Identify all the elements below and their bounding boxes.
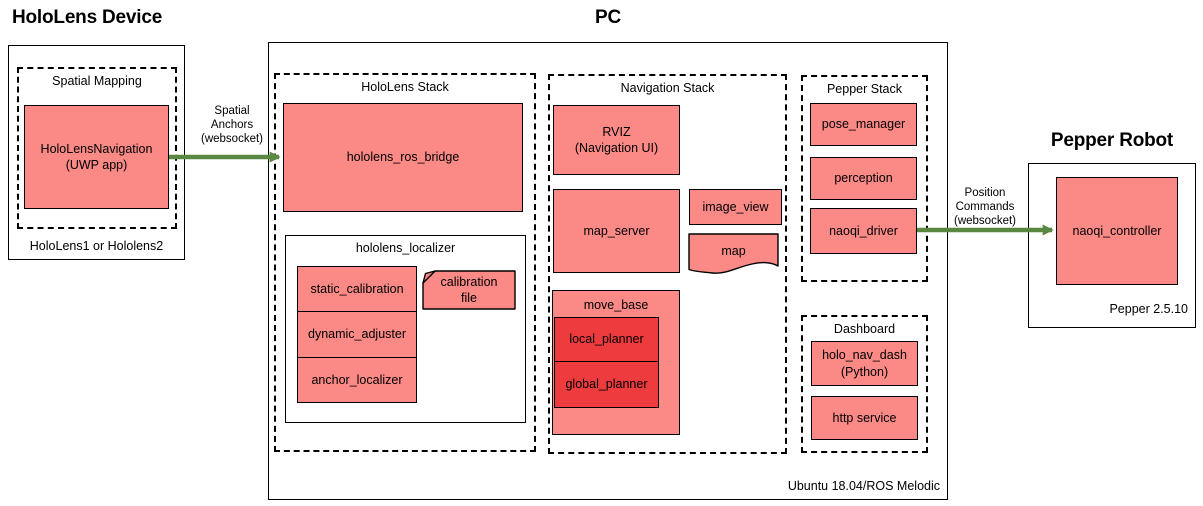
spatial-anchors-label: Spatial Anchors (websocket) [201,105,263,145]
dashboard-group: Dashboard [801,315,928,453]
naoqi-controller-node: naoqi_controller [1056,177,1178,285]
position-commands-label: Position Commands (websocket) [954,187,1016,227]
pepper-version-caption: Pepper 2.5.10 [1109,302,1188,316]
holo-nav-dash-node: holo_nav_dash (Python) [811,341,918,386]
card-shape-icon [422,270,516,310]
pepper-robot-title: Pepper Robot [1050,130,1174,151]
pepper-robot-box [1028,163,1196,328]
map-label: map [721,243,746,258]
spatial-mapping-label: Spatial Mapping [52,74,142,88]
pc-box [268,42,948,500]
http-service-node: http service [811,396,918,440]
pose-manager-node: pose_manager [810,103,917,146]
navigation-stack-group: Navigation Stack [548,74,787,454]
hololensnavigation-node: HoloLensNavigation (UWP app) [24,105,169,209]
hololens-stack-label: HoloLens Stack [361,80,449,94]
image-view-node: image_view [689,189,782,225]
local-planner-node: local_planner [554,317,659,362]
map-server-node: map_server [553,189,680,273]
hololens-localizer-box: hololens_localizer [285,235,526,423]
static-calibration-node: static_calibration [297,266,417,312]
map-document-shape: map [688,233,779,277]
calibration-file-label: calibration file [440,274,498,305]
hololens-stack-group: HoloLens Stack [274,73,536,452]
global-planner-node: global_planner [554,361,659,408]
pc-title: PC [595,7,621,28]
hololens-ros-bridge-node: hololens_ros_bridge [283,103,523,212]
hololens-device-title: HoloLens Device [12,7,163,28]
document-shape-icon [688,233,779,274]
pc-footer-caption: Ubuntu 18.04/ROS Melodic [787,479,940,493]
perception-node: perception [810,157,917,200]
dashboard-label: Dashboard [833,322,896,336]
rviz-node: RVIZ (Navigation UI) [553,105,680,175]
calibration-file-shape: calibration file [422,270,516,310]
spatial-mapping-group: Spatial Mapping [17,67,177,229]
hololens-device-caption: HoloLens1 or Hololens2 [29,239,164,253]
anchor-localizer-node: anchor_localizer [297,357,417,403]
hololens-device-box [8,45,185,260]
naoqi-driver-node: naoqi_driver [810,208,917,254]
pepper-stack-group: Pepper Stack [801,75,928,282]
hololens-localizer-label: hololens_localizer [355,241,456,255]
pepper-stack-label: Pepper Stack [826,82,903,96]
dynamic-adjuster-node: dynamic_adjuster [297,311,417,358]
navigation-stack-label: Navigation Stack [620,81,715,95]
